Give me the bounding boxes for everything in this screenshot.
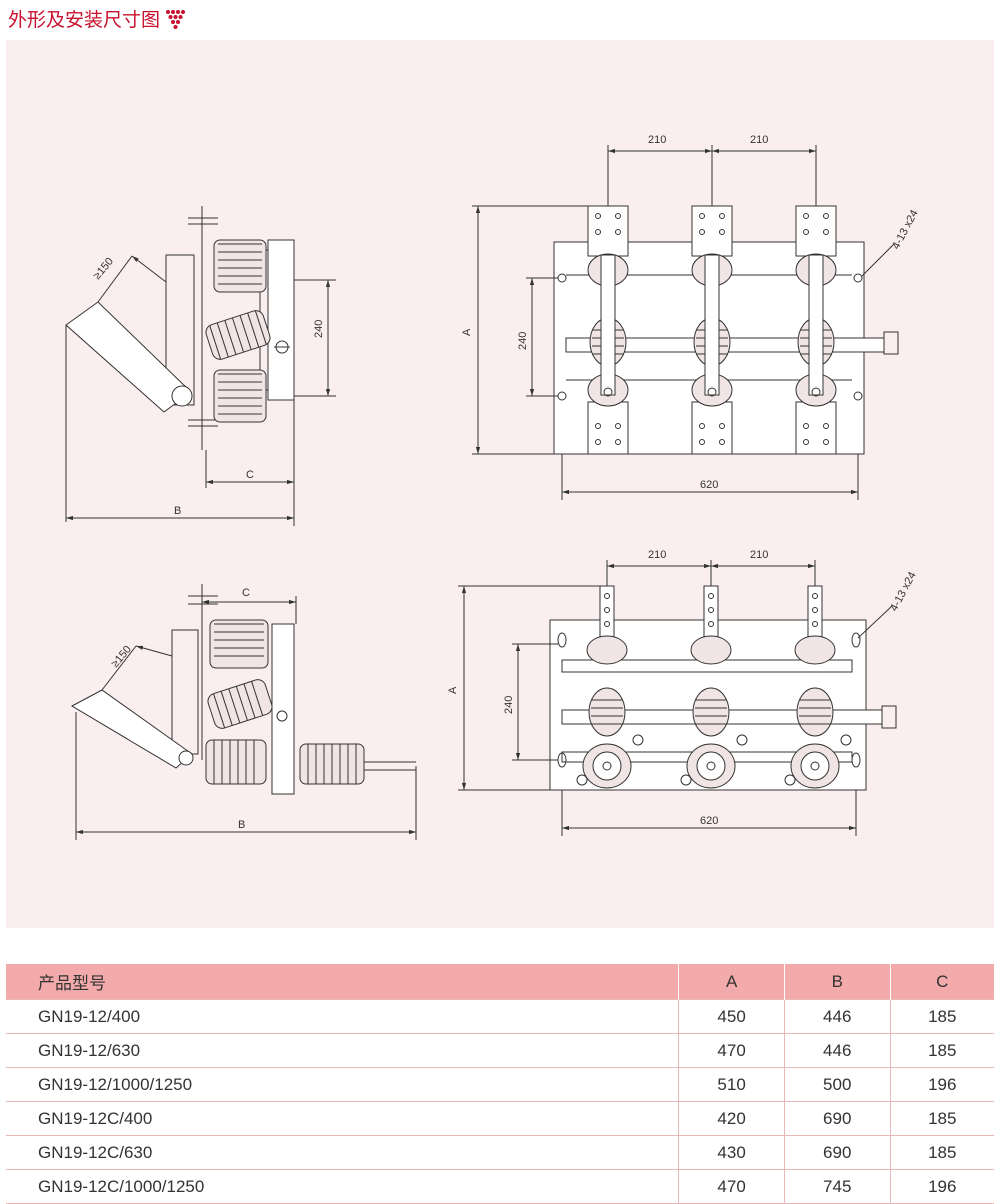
model-cell: GN19-12/630 [6,1033,679,1068]
column-header-model: 产品型号 [6,964,679,1000]
a-cell: 470 [678,1033,785,1068]
table-row: GN19-12C/630 430 690 185 [6,1135,994,1170]
dots-logo-icon [166,10,186,29]
table-row: GN19-12/630 470 446 185 [6,1033,994,1068]
top-front-height-label: 240 [517,332,529,350]
top-front-holes-label: 4-13 x24 [890,208,921,251]
bottom-front-height-label: 240 [503,696,515,714]
a-cell: 430 [678,1135,785,1170]
bottom-front-spacing-2-label: 210 [750,549,768,561]
bottom-side-b-label: B [238,819,245,831]
a-cell: 510 [678,1067,785,1102]
column-header-c: C [889,964,994,1000]
table-row: GN19-12/1000/1250 510 500 196 [6,1067,994,1102]
model-cell: GN19-12/1000/1250 [6,1067,679,1102]
b-cell: 500 [783,1067,891,1102]
table-header-row: 产品型号 A B C [6,964,994,1000]
dimension-table: 产品型号 A B C GN19-12/400 450 446 185 GN19-… [6,964,994,1204]
top-front-width-label: 620 [700,479,718,491]
top-side-clearance-label: ≥150 [91,256,116,282]
dimension-drawing-panel: 240 ≥150 C B [6,40,994,928]
top-front-spacing-2-label: 210 [750,134,768,146]
bottom-side-c-label: C [242,587,250,599]
technical-drawing: 240 ≥150 C B [65,134,921,840]
bottom-side-view [70,584,417,840]
b-cell: 446 [783,999,891,1034]
a-cell: 420 [678,1101,785,1136]
c-cell: 185 [889,1135,994,1170]
bottom-front-holes-label: 4-13 x24 [888,570,919,613]
top-front-spacing-1-label: 210 [648,134,666,146]
model-cell: GN19-12C/400 [6,1101,679,1136]
c-cell: 185 [889,999,994,1034]
page-title: 外形及安装尺寸图 [8,4,186,32]
top-side-height-label: 240 [313,320,325,338]
a-cell: 450 [678,999,785,1034]
bottom-front-spacing-1-label: 210 [648,549,666,561]
bottom-front-view [458,560,897,836]
c-cell: 196 [889,1067,994,1102]
column-header-b: B [783,964,891,1000]
top-front-view [472,145,899,500]
b-cell: 690 [783,1135,891,1170]
column-header-a: A [678,964,785,1000]
model-cell: GN19-12C/630 [6,1135,679,1170]
c-cell: 185 [889,1101,994,1136]
c-cell: 196 [889,1169,994,1204]
table-row: GN19-12/400 450 446 185 [6,999,994,1034]
top-side-c-label: C [246,469,254,481]
bottom-side-clearance-label: ≥150 [109,644,134,670]
top-side-b-label: B [174,505,181,517]
top-front-a-label: A [461,328,473,336]
bottom-front-a-label: A [447,686,459,694]
bottom-front-width-label: 620 [700,815,718,827]
model-cell: GN19-12/400 [6,999,679,1034]
b-cell: 446 [783,1033,891,1068]
title-text: 外形及安装尺寸图 [8,8,161,31]
a-cell: 470 [678,1169,785,1204]
b-cell: 690 [783,1101,891,1136]
table-row: GN19-12C/1000/1250 470 745 196 [6,1169,994,1204]
c-cell: 185 [889,1033,994,1068]
top-side-view [65,206,336,526]
model-cell: GN19-12C/1000/1250 [6,1169,679,1204]
table-row: GN19-12C/400 420 690 185 [6,1101,994,1136]
b-cell: 745 [783,1169,891,1204]
